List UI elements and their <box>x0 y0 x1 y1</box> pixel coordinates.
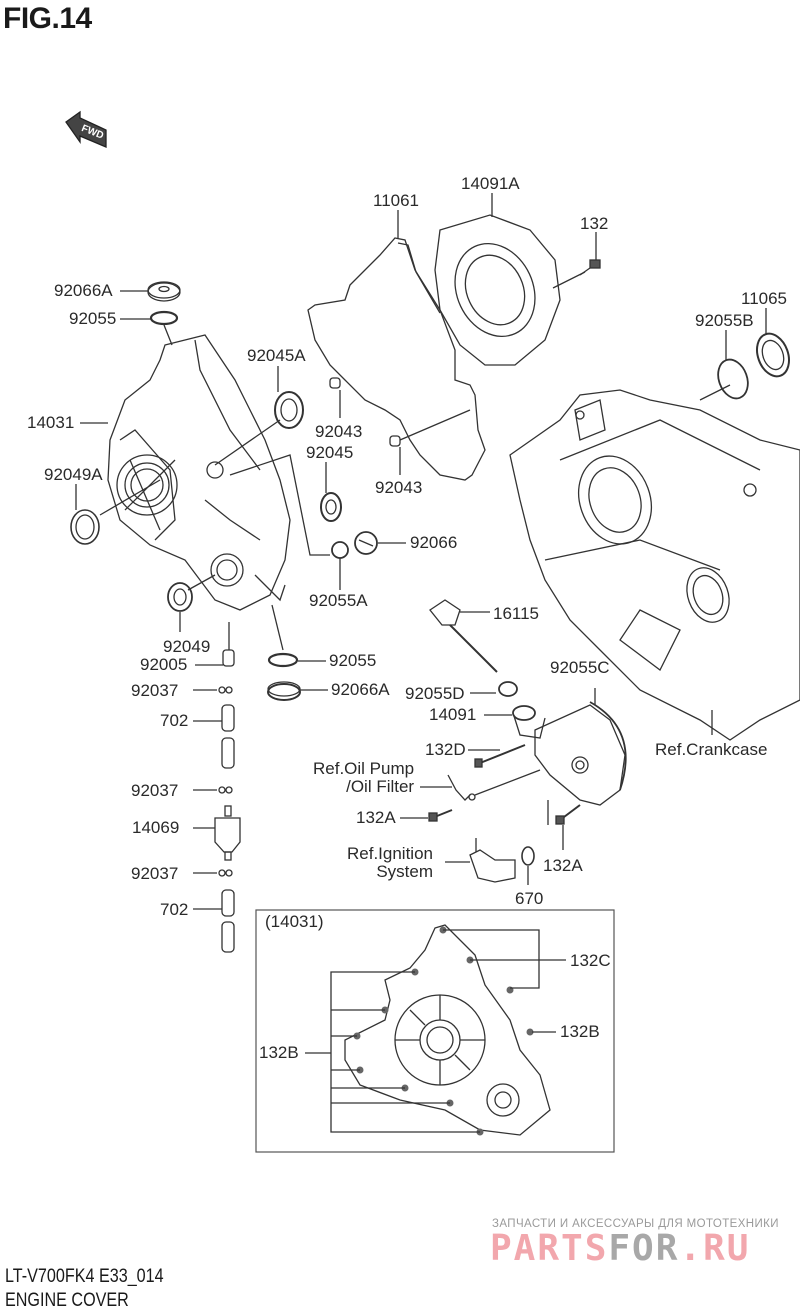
part-label-132[interactable]: 132 <box>580 214 609 233</box>
part-label-92043[interactable]: 92043 <box>375 478 423 497</box>
ref-oil-pump-oil-filter[interactable]: Ref.Oil Pump /Oil Filter <box>313 759 415 796</box>
part-label-92045A[interactable]: 92045A <box>247 346 306 365</box>
part-label-14031[interactable]: 14031 <box>27 413 75 432</box>
part-label-132B[interactable]: 132B <box>560 1022 600 1041</box>
part-label-132D[interactable]: 132D <box>425 740 466 759</box>
crankcase <box>509 389 800 741</box>
part-label-92037[interactable]: 92037 <box>131 864 179 883</box>
part-label-11061[interactable]: 11061 <box>373 191 420 210</box>
gasket-11061 <box>307 237 486 481</box>
watermark-brand-part1: PARTS <box>490 1228 609 1269</box>
part-label-92055D[interactable]: 92055D <box>405 684 465 703</box>
part-label-11065[interactable]: 11065 <box>741 289 788 308</box>
fwd-arrow-icon: FWD <box>65 110 107 148</box>
part-label-132C[interactable]: 132C <box>570 951 611 970</box>
part-label-92037[interactable]: 92037 <box>131 781 179 800</box>
part-label-702[interactable]: 702 <box>160 711 189 730</box>
part-label-92055[interactable]: 92055 <box>69 309 117 328</box>
part-label-92055B[interactable]: 92055B <box>695 311 754 330</box>
watermark-brand-part3: .RU <box>679 1228 751 1269</box>
watermark-brand-part2: FOR <box>608 1228 680 1269</box>
part-label-670[interactable]: 670 <box>515 889 544 908</box>
inset-frame <box>255 909 615 1153</box>
part-label-92037[interactable]: 92037 <box>131 681 179 700</box>
section-name: ENGINE COVER <box>5 1290 129 1311</box>
part-label-92055C[interactable]: 92055C <box>550 658 610 677</box>
clamp-92037-a <box>218 686 233 694</box>
part-label-702[interactable]: 702 <box>160 900 189 919</box>
ref-crankcase[interactable]: Ref.Crankcase <box>655 740 768 759</box>
part-label-92066[interactable]: 92066 <box>410 533 458 552</box>
part-label-14091A[interactable]: 14091A <box>461 174 520 193</box>
part-label-92055[interactable]: 92055 <box>329 651 377 670</box>
part-label-92049A[interactable]: 92049A <box>44 465 103 484</box>
plate-14091A <box>434 214 561 366</box>
model-code: LT-V700FK4 E33_014 <box>5 1266 164 1287</box>
part-label-92066A[interactable]: 92066A <box>54 281 113 300</box>
part-label-132A[interactable]: 132A <box>543 856 583 875</box>
part-label-16115[interactable]: 16115 <box>493 604 540 623</box>
part-label-92045[interactable]: 92045 <box>306 443 354 462</box>
part-label-92066A[interactable]: 92066A <box>331 680 390 699</box>
engine-cover-14031 <box>107 334 291 611</box>
figure-title: FIG.14 <box>3 2 92 35</box>
watermark-logo: PARTSFOR.RU <box>490 1228 750 1269</box>
inset-title: (14031) <box>265 912 324 931</box>
part-label-92005[interactable]: 92005 <box>140 655 188 674</box>
cover-92055C <box>534 688 627 825</box>
part-label-92049[interactable]: 92049 <box>163 637 211 656</box>
part-label-92043[interactable]: 92043 <box>315 422 363 441</box>
part-label-132A[interactable]: 132A <box>356 808 396 827</box>
watermark-tagline: ЗАПЧАСТИ И АКСЕССУАРЫ ДЛЯ МОТОТЕХНИКИ <box>492 1218 779 1230</box>
ref-ignition-system[interactable]: Ref.Ignition System <box>347 844 433 881</box>
part-label-14069[interactable]: 14069 <box>132 818 180 837</box>
part-label-132B[interactable]: 132B <box>259 1043 299 1062</box>
part-label-14091[interactable]: 14091 <box>429 705 477 724</box>
part-label-92055A[interactable]: 92055A <box>309 591 368 610</box>
bolt-132 <box>552 259 601 289</box>
